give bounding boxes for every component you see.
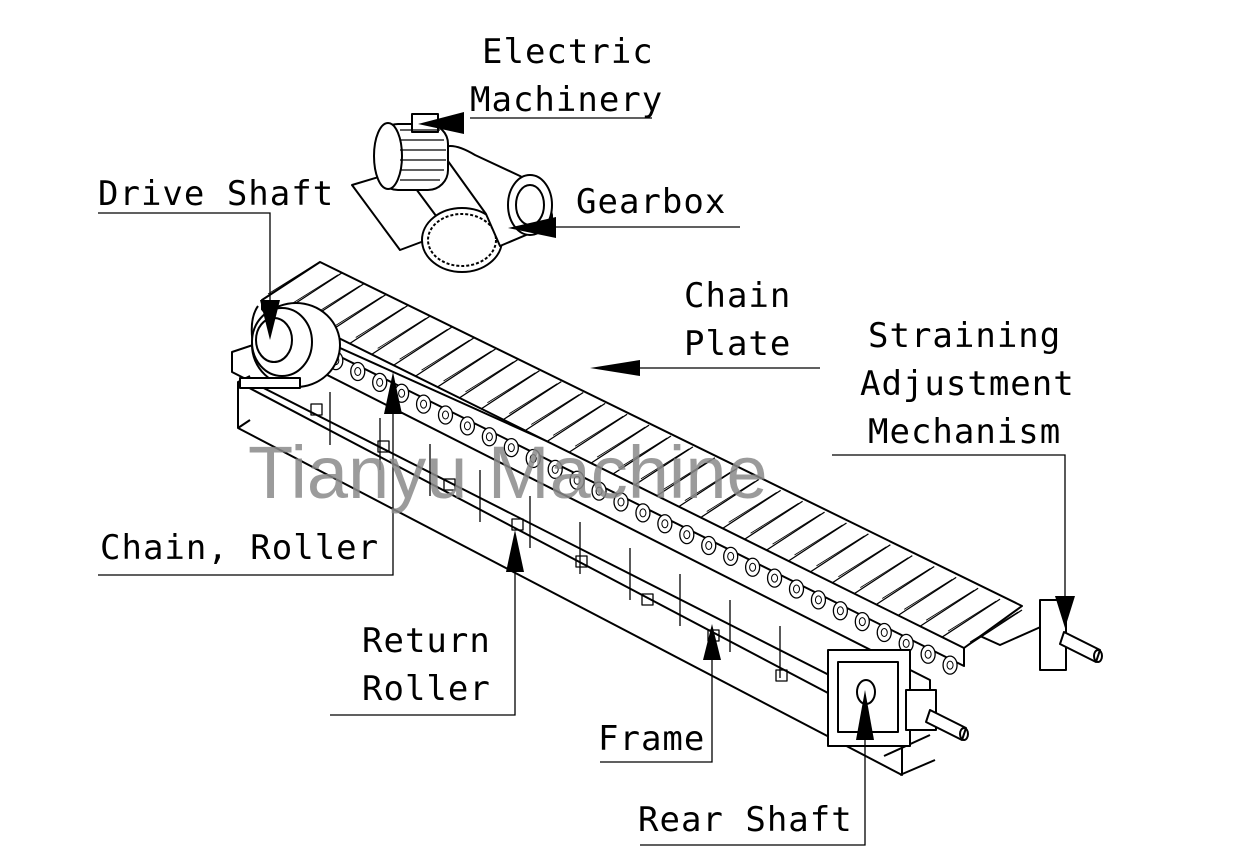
label-straining-line2: Adjustment [860, 364, 1075, 404]
arrow-chain-roller [384, 372, 402, 414]
label-straining-line3: Mechanism [868, 412, 1062, 452]
arrow-rear-shaft [856, 690, 874, 740]
arrow-chain-plate [590, 360, 640, 376]
label-chain-roller: Chain, Roller [100, 528, 380, 568]
label-rear-shaft: Rear Shaft [638, 800, 853, 840]
label-gearbox: Gearbox [576, 182, 727, 222]
label-straining-line1: Straining [868, 316, 1062, 356]
chain-plates [261, 261, 1023, 667]
electric-motor [373, 113, 449, 191]
frame-structure [231, 329, 1046, 776]
label-chain-plate-line2: Plate [684, 324, 792, 364]
leader-rear-shaft [640, 720, 866, 846]
arrow-electric-machinery [418, 112, 464, 134]
leader-return-roller [330, 560, 516, 716]
arrow-frame [703, 624, 721, 660]
leader-chain-roller [98, 410, 394, 576]
label-return-roller-line1: Return [362, 621, 491, 661]
label-frame: Frame [598, 719, 706, 759]
label-return-roller-line2: Roller [362, 669, 491, 709]
watermark-text: Tianyu Machine [248, 431, 768, 514]
arrow-return-roller [506, 530, 524, 572]
leader-frame [600, 650, 713, 763]
arrow-straining [1055, 596, 1075, 628]
label-chain-plate-line1: Chain [684, 276, 792, 316]
leader-straining [832, 454, 1066, 600]
arrow-drive-shaft [260, 300, 280, 340]
label-electric-machinery-line1: Electric [482, 32, 654, 72]
leader-drive-shaft [98, 212, 271, 300]
label-electric-machinery-line2: Machinery [470, 80, 664, 120]
label-drive-shaft: Drive Shaft [98, 174, 335, 214]
arrow-gearbox [508, 217, 556, 238]
